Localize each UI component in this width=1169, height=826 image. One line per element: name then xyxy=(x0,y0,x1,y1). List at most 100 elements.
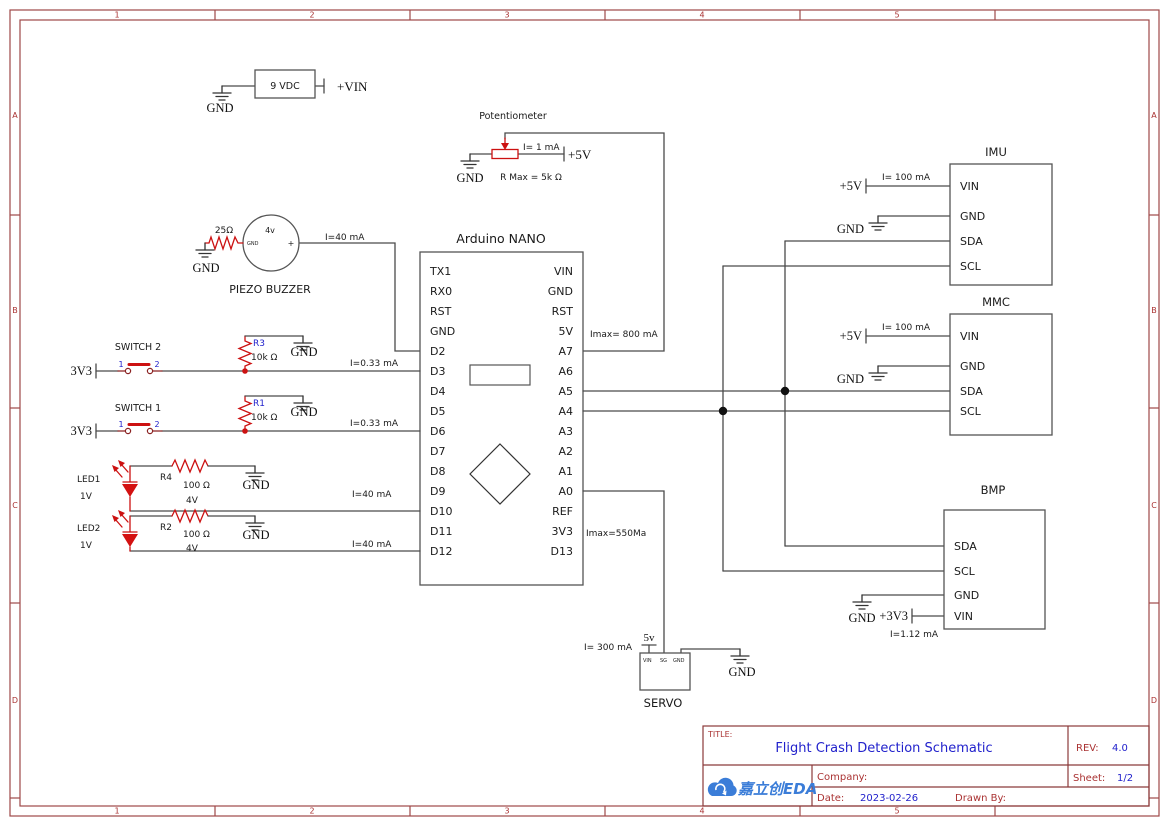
potentiometer-component[interactable]: Potentiometer I= 1 mA +5V GND R Max = 5k… xyxy=(456,111,665,352)
i2c-bus-wires[interactable] xyxy=(582,240,951,572)
servo-current: I= 300 mA xyxy=(584,643,633,653)
potentiometer-rail-label: +5V xyxy=(568,147,592,162)
frame-row-label: C xyxy=(12,501,18,510)
arduino-pin: A5 xyxy=(558,385,573,398)
schematic-title: Flight Crash Detection Schematic xyxy=(775,741,992,756)
arduino-pin: RST xyxy=(552,305,574,318)
switch1-gnd-label: GND xyxy=(290,405,317,419)
frame-row-label: C xyxy=(1151,501,1157,510)
date-value: 2023-02-26 xyxy=(860,793,918,804)
easyeda-logo-icon xyxy=(707,777,737,797)
imu-pin: SDA xyxy=(960,235,983,248)
frame-col-label: 5 xyxy=(894,11,899,20)
date-label: Date: xyxy=(817,793,844,804)
led1-component[interactable]: LED1 1V R4 100 Ω 4V GND I=40 mA xyxy=(77,458,421,512)
led1-vr: 4V xyxy=(186,496,199,506)
led1-resistor-ref: R4 xyxy=(160,473,172,483)
arduino-pin: A3 xyxy=(558,425,573,438)
led2-vf: 1V xyxy=(80,541,93,551)
arduino-pin: A4 xyxy=(558,405,573,418)
bmp-component[interactable]: BMP SDA SCL GND VIN GND +3V3 I=1.12 mA xyxy=(722,483,1046,640)
arduino-pin: D4 xyxy=(430,385,445,398)
arduino-pin: GND xyxy=(548,285,573,298)
arduino-pin: A1 xyxy=(558,465,573,478)
drawn-by-label: Drawn By: xyxy=(955,793,1006,804)
switch1-resistor-value: 10k Ω xyxy=(251,413,278,423)
imu-title: IMU xyxy=(985,145,1007,159)
arduino-pin: VIN xyxy=(554,265,573,278)
switch2-current: I=0.33 mA xyxy=(350,359,399,369)
arduino-pin: A0 xyxy=(558,485,573,498)
bmp-rail-label: +3V3 xyxy=(879,609,908,623)
switch1-component[interactable]: 3V3 SWITCH 1 1 2 R1 10k Ω GND I=0.33 mA xyxy=(70,395,421,439)
arduino-pin: GND xyxy=(430,325,455,338)
switch1-pin2: 2 xyxy=(154,420,159,429)
led1-name: LED1 xyxy=(77,475,100,485)
bmp-pin: GND xyxy=(954,589,979,602)
servo-component[interactable]: VIN SG GND 5v I= 300 mA GND SERVO xyxy=(582,490,756,710)
switch1-title: SWITCH 1 xyxy=(115,403,161,414)
led1-current: I=40 mA xyxy=(352,490,392,500)
bmp-title: BMP xyxy=(981,483,1006,497)
arduino-pin: RST xyxy=(430,305,452,318)
frame-col-label: 3 xyxy=(504,807,509,816)
led2-current: I=40 mA xyxy=(352,540,392,550)
arduino-imax-5v: Imax= 800 mA xyxy=(590,330,658,340)
piezo-buzzer-component[interactable]: 25Ω 4v GND + GND I=40 mA PIEZO BUZZER xyxy=(192,214,421,352)
mmc-current: I= 100 mA xyxy=(882,323,931,333)
switch2-pin1: 1 xyxy=(118,360,123,369)
imu-component[interactable]: IMU VIN GND SDA SCL +5V I= 100 mA GND xyxy=(722,145,1053,286)
buzzer-voltage: 4v xyxy=(265,226,275,235)
frame-col-label: 1 xyxy=(114,807,119,816)
frame-row-label: A xyxy=(1151,111,1157,120)
mmc-pin: SDA xyxy=(960,385,983,398)
switch2-gnd-label: GND xyxy=(290,345,317,359)
led2-gnd-label: GND xyxy=(242,528,269,542)
arduino-imax-3v3: Imax=550Ma xyxy=(586,529,646,539)
switch2-component[interactable]: 3V3 SWITCH 2 1 2 R3 10k Ω GND I=0.33 mA xyxy=(70,335,421,379)
frame-row-label: D xyxy=(12,696,18,705)
arduino-pin: D11 xyxy=(430,525,452,538)
servo-pin: VIN xyxy=(643,658,652,664)
imu-rail-label: +5V xyxy=(840,179,862,193)
potentiometer-current: I= 1 mA xyxy=(523,143,560,153)
mmc-component[interactable]: MMC VIN GND SDA SCL +5V I= 100 mA GND xyxy=(837,295,1053,436)
buzzer-resistor-value: 25Ω xyxy=(215,226,233,236)
battery-component[interactable]: 9 VDC GND +VIN xyxy=(206,69,368,115)
arduino-title: Arduino NANO xyxy=(456,231,546,246)
potentiometer-note: R Max = 5k Ω xyxy=(500,173,562,183)
servo-pin: GND xyxy=(673,658,685,664)
frame-row-label: B xyxy=(12,306,18,315)
buzzer-pin-plus: + xyxy=(288,239,295,248)
title-block: TITLE: Flight Crash Detection Schematic … xyxy=(702,725,1150,807)
arduino-pin: D10 xyxy=(430,505,452,518)
switch2-pin2: 2 xyxy=(154,360,159,369)
arduino-pin: D7 xyxy=(430,445,445,458)
bmp-gnd-label: GND xyxy=(848,611,875,625)
sheet-label: Sheet: xyxy=(1073,773,1105,784)
mmc-pin: SCL xyxy=(960,405,982,418)
bmp-pin: SDA xyxy=(954,540,977,553)
battery-vin-label: +VIN xyxy=(337,79,368,94)
switch1-pin1: 1 xyxy=(118,420,123,429)
frame-col-label: 2 xyxy=(309,11,314,20)
imu-pin: SCL xyxy=(960,260,982,273)
switch2-resistor-ref: R3 xyxy=(253,339,265,349)
led1-gnd-label: GND xyxy=(242,478,269,492)
arduino-nano-component[interactable]: Arduino NANO TX1 RX0 RST GND D2 D3 D4 D5… xyxy=(419,231,658,586)
arduino-pin: D13 xyxy=(551,545,573,558)
potentiometer-title: Potentiometer xyxy=(479,111,547,122)
arduino-pin: A6 xyxy=(558,365,573,378)
company-label: Company: xyxy=(817,772,867,783)
imu-current: I= 100 mA xyxy=(882,173,931,183)
led1-resistor-value: 100 Ω xyxy=(183,481,210,491)
mmc-gnd-label: GND xyxy=(837,372,864,386)
led2-component[interactable]: LED2 1V R2 100 Ω 4V GND I=40 mA xyxy=(77,508,421,554)
servo-title: SERVO xyxy=(644,696,683,710)
frame-col-label: 4 xyxy=(699,807,704,816)
switch1-resistor-ref: R1 xyxy=(253,399,265,409)
servo-rail-label: 5v xyxy=(644,632,656,644)
arduino-pin: D8 xyxy=(430,465,445,478)
arduino-pin: D3 xyxy=(430,365,445,378)
imu-gnd-label: GND xyxy=(837,222,864,236)
